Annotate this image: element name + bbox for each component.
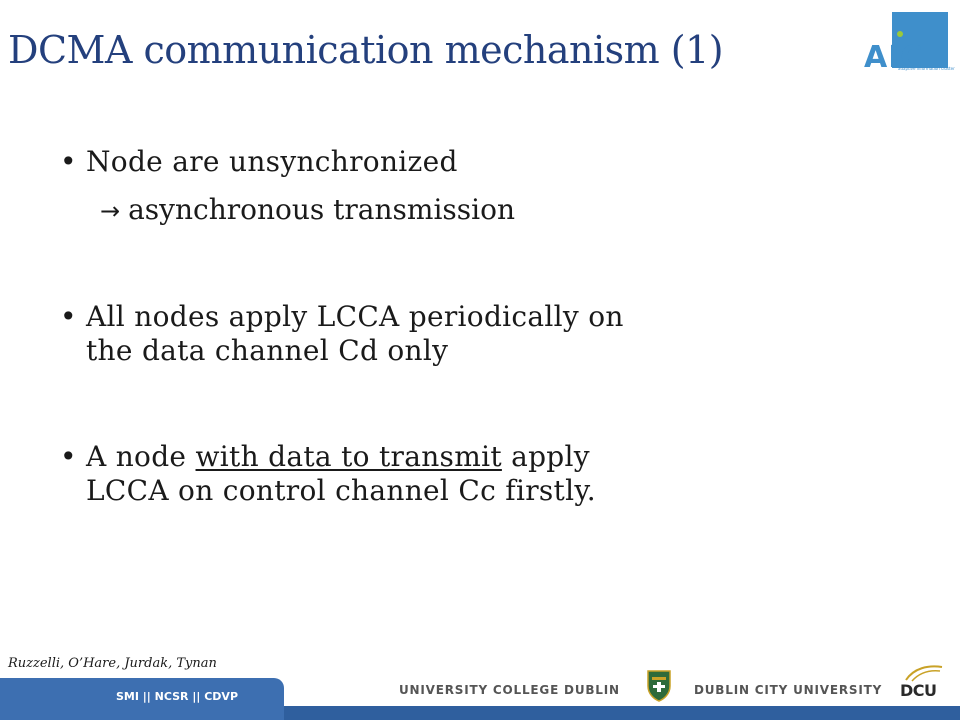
logo-square [892, 12, 948, 68]
bullet-text: A node [86, 440, 196, 473]
underlined-phrase: with data to transmit [195, 440, 502, 473]
slide-title: DCMA communication mechanism (1) [8, 28, 724, 72]
bullet-list: • Node are unsynchronized →asynchronous … [60, 145, 760, 508]
bullet-dot: • [60, 145, 77, 178]
logo-letters: AIC [864, 40, 924, 75]
bullet-line: LCCA on control channel Cc firstly. [86, 474, 596, 507]
footer-tab: SMI || NCSR || CDVP [0, 678, 284, 720]
authors-credit: Ruzzelli, O’Hare, Jurdak, Tynan [8, 656, 217, 671]
sub-bullet-item: →asynchronous transmission [60, 193, 760, 228]
bullet-item: • All nodes apply LCCA periodically on t… [60, 300, 760, 368]
bullet-line: All nodes apply LCCA periodically on [86, 300, 624, 333]
bullet-line: A node with data to transmit apply [86, 440, 760, 474]
dcu-mark: DCU [900, 681, 937, 700]
footer-ucd-text: UNIVERSITY COLLEGE DUBLIN [399, 683, 620, 697]
bullet-line: the data channel Cd only [86, 334, 449, 367]
footer-tab-label: SMI || NCSR || CDVP [116, 690, 239, 703]
bullet-item: • Node are unsynchronized [60, 145, 760, 179]
logo-tagline: adaptive information cluster [898, 66, 955, 71]
aic-logo: AIC adaptive information cluster [862, 10, 955, 76]
right-arrow-icon: → [100, 197, 121, 225]
ucd-crest-icon [647, 670, 671, 702]
bullet-item: • A node with data to transmit apply LCC… [60, 440, 760, 508]
dcu-logo: DCU [898, 664, 946, 704]
bullet-text: Node are unsynchronized [86, 145, 458, 178]
logo-dot [897, 31, 903, 37]
bullet-dot: • [60, 300, 77, 333]
footer-dcu-text: DUBLIN CITY UNIVERSITY [694, 683, 883, 697]
dcu-swoosh-icon [905, 665, 943, 682]
sub-bullet-text: asynchronous transmission [128, 193, 515, 226]
bullet-dot: • [60, 440, 77, 473]
bullet-text: apply [501, 440, 590, 473]
